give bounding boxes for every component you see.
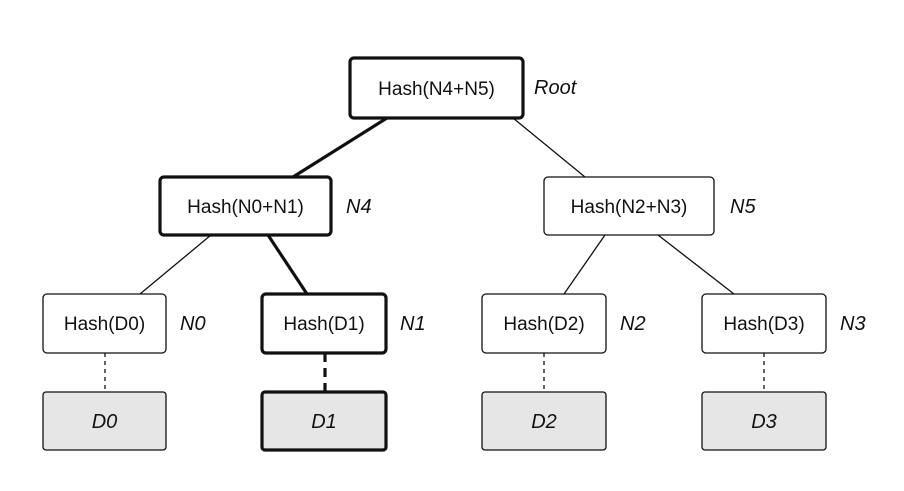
node-n4-tag: N4	[346, 196, 372, 218]
edge-n4-n1	[266, 234, 309, 295]
data-block-d1: D1	[260, 390, 388, 452]
node-n5-tag: N5	[730, 196, 756, 218]
data-block-d2-box	[481, 391, 607, 451]
data-block-d2: D2	[481, 391, 607, 451]
node-n0-box	[42, 293, 167, 354]
data-block-d1-label: D1	[311, 411, 337, 433]
node-n1-tag: N1	[400, 313, 426, 335]
node-root: Hash(N4+N5) Root	[348, 56, 578, 120]
data-block-d3-label: D3	[751, 411, 777, 433]
node-n0: Hash(D0) N0	[42, 293, 206, 354]
node-root-tag: Root	[534, 77, 578, 99]
node-n1: Hash(D1) N1	[260, 292, 426, 355]
data-block-d3: D3	[701, 391, 827, 451]
node-n5-label: Hash(N2+N3)	[571, 197, 688, 218]
data-block-d2-label: D2	[531, 411, 557, 433]
node-n4-box	[158, 175, 333, 237]
edge-n5-n3	[657, 234, 735, 295]
node-n1-label: Hash(D1)	[283, 314, 364, 335]
node-n0-tag: N0	[180, 313, 206, 335]
node-n1-box	[260, 292, 388, 355]
node-n4: Hash(N0+N1) N4	[158, 175, 372, 237]
node-n2-box	[481, 293, 607, 354]
edge-n5-n2	[563, 234, 606, 295]
data-block-d0: D0	[42, 391, 167, 451]
edge-root-n4	[292, 116, 388, 179]
node-n2-tag: N2	[620, 313, 646, 335]
node-n5-box	[543, 176, 715, 236]
node-n5: Hash(N2+N3) N5	[543, 176, 756, 236]
data-block-d1-box	[260, 390, 388, 452]
node-n4-label: Hash(N0+N1)	[187, 197, 304, 218]
node-n3-box	[701, 293, 827, 354]
node-n3-label: Hash(D3)	[723, 314, 804, 335]
node-n0-label: Hash(D0)	[64, 314, 145, 335]
edge-n4-n0	[139, 234, 212, 295]
node-n3: Hash(D3) N3	[701, 293, 866, 354]
node-n2-label: Hash(D2)	[503, 314, 584, 335]
node-root-box	[348, 56, 525, 120]
node-n3-tag: N3	[840, 313, 866, 335]
data-block-d3-box	[701, 391, 827, 451]
data-block-d0-box	[42, 391, 167, 451]
data-block-d0-label: D0	[92, 411, 118, 433]
node-root-label: Hash(N4+N5)	[378, 79, 495, 100]
edge-root-n5	[512, 117, 586, 178]
node-n2: Hash(D2) N2	[481, 293, 646, 354]
